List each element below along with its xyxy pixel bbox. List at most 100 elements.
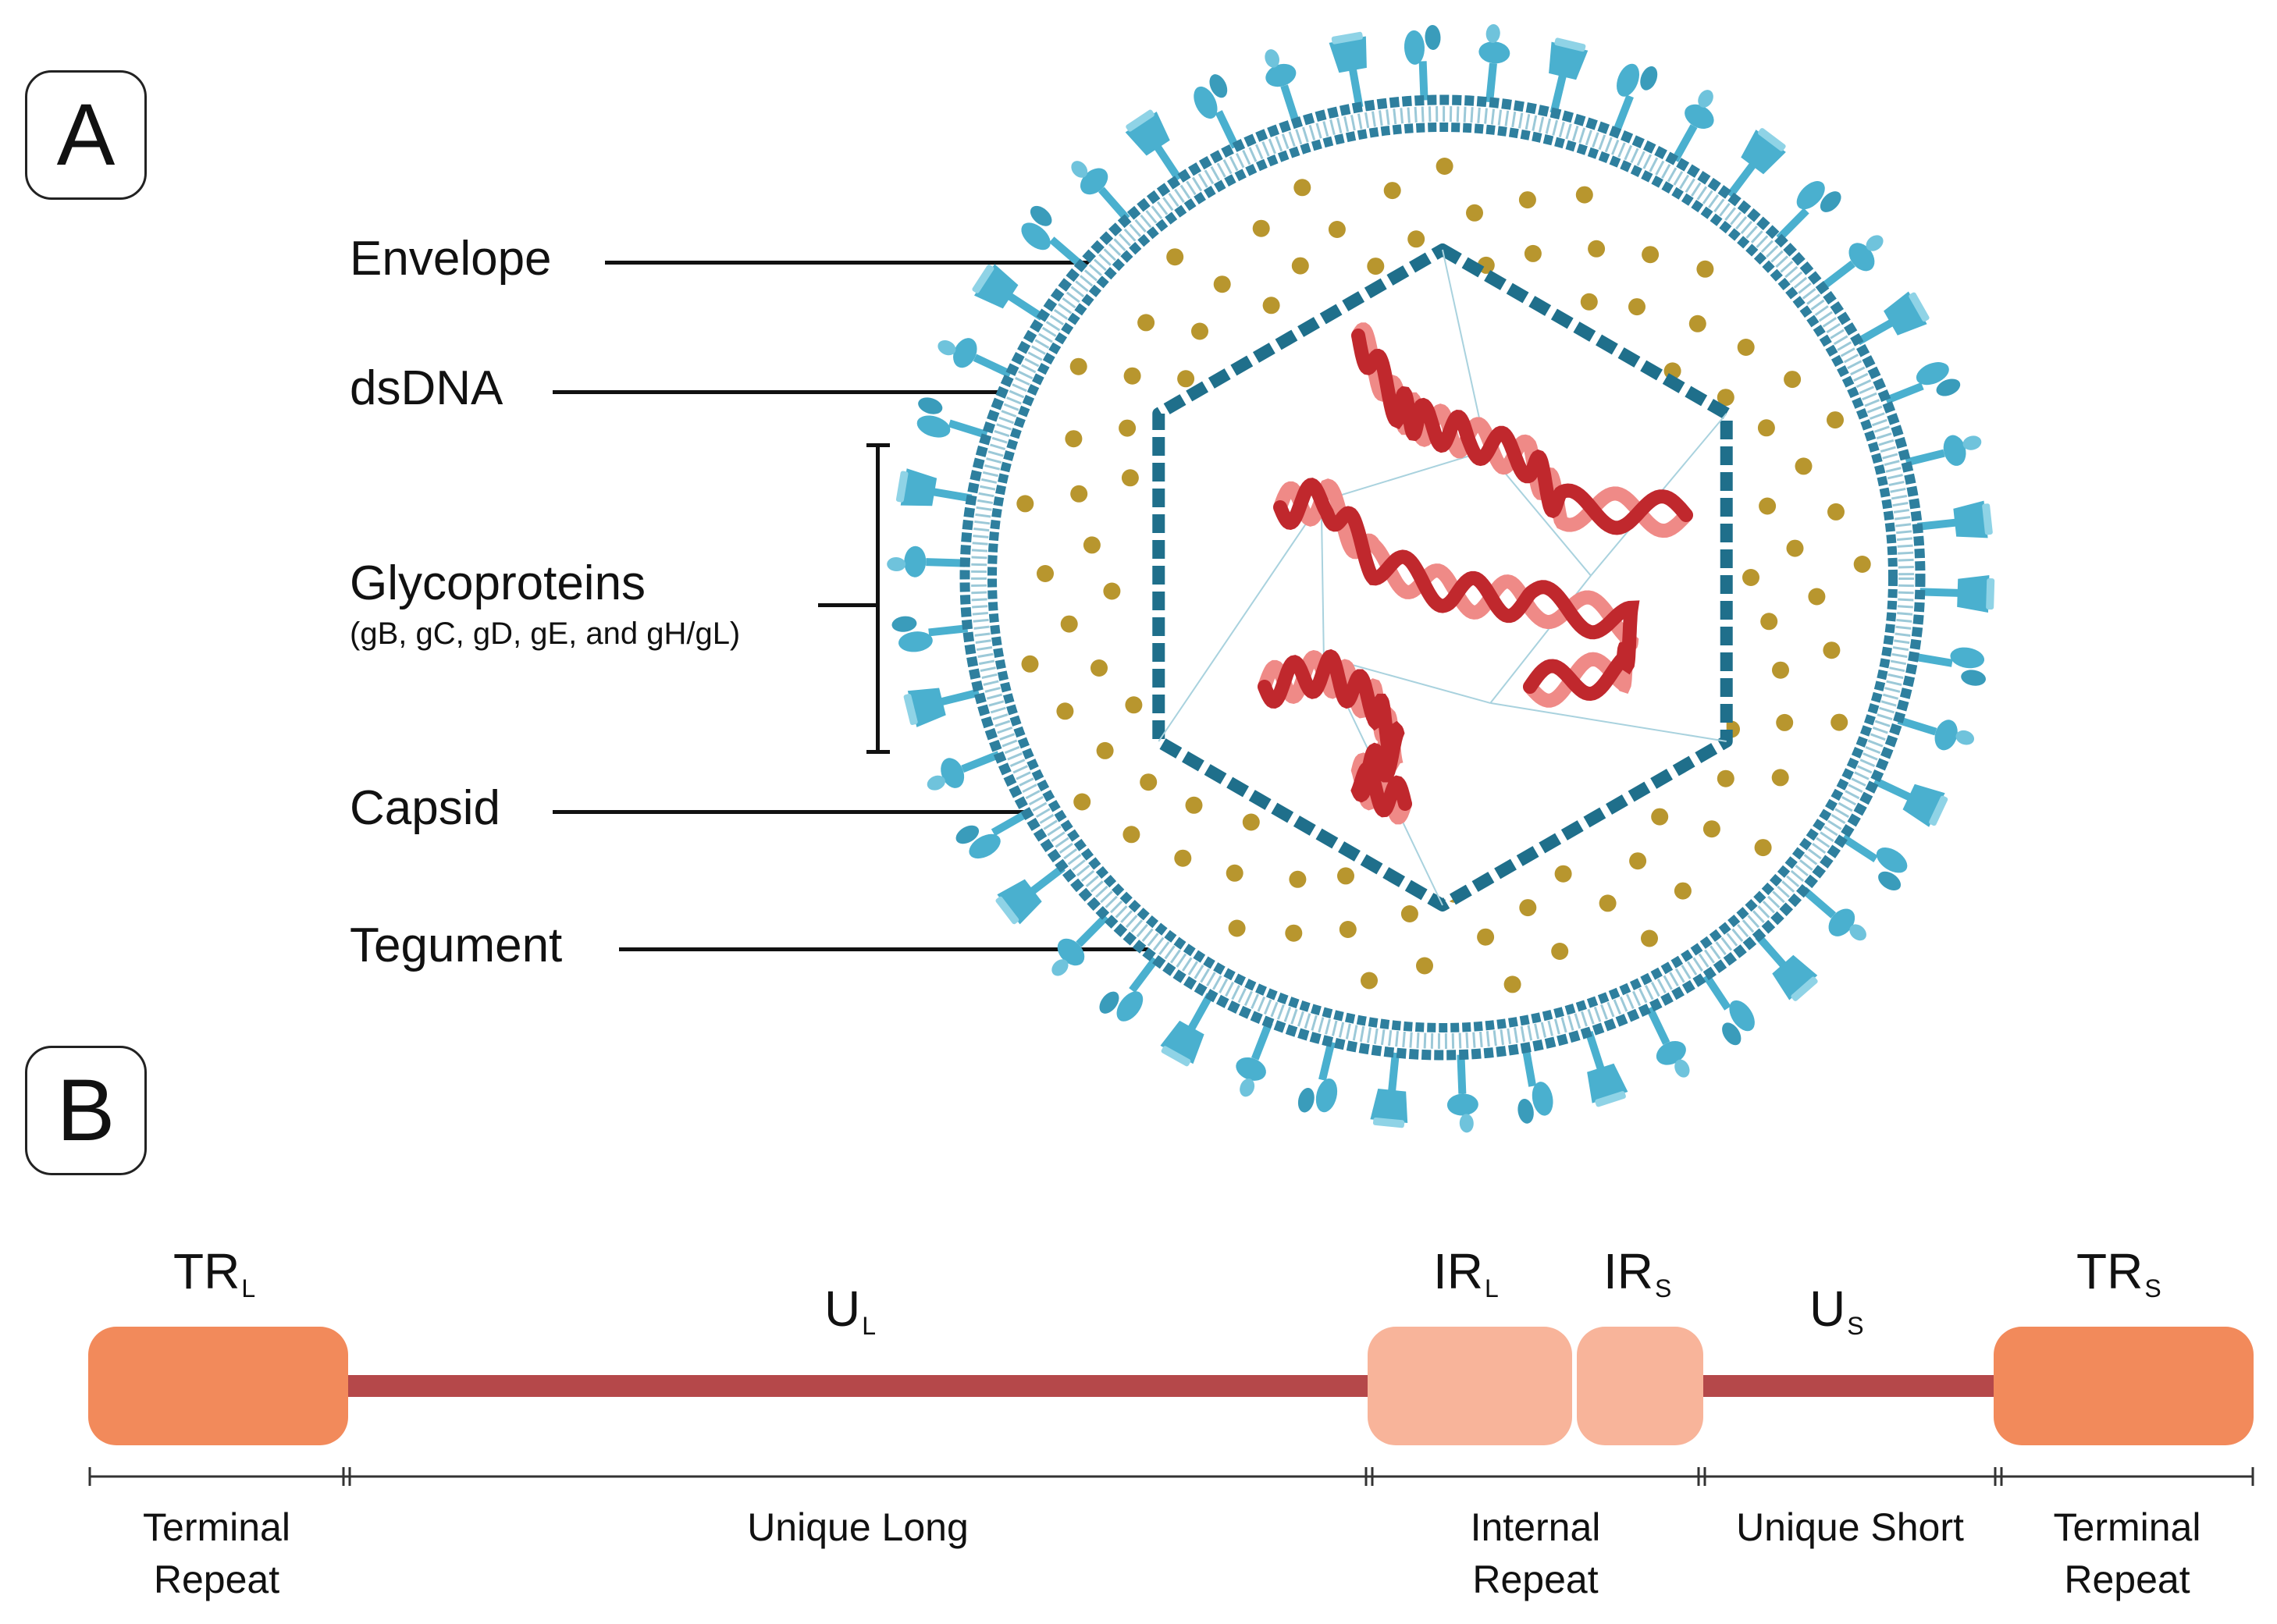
tegument-dot	[1742, 569, 1759, 586]
tegument-dot	[1083, 536, 1101, 554]
glycoprotein-spike	[887, 545, 966, 577]
capsid-facet-line	[1158, 500, 1322, 742]
internal-repeat-short-box	[1577, 1327, 1703, 1445]
internal-repeat-long-box	[1368, 1327, 1572, 1445]
glycoprotein-spike	[1549, 37, 1589, 114]
glycoprotein-spike	[1021, 205, 1084, 268]
bracket-bottom-cap	[866, 750, 890, 754]
glycoprotein-spike	[1916, 500, 1993, 538]
tegument-dot	[1285, 924, 1303, 942]
glycoproteins-bracket	[876, 443, 880, 754]
tegument-dot	[1551, 943, 1569, 960]
tegument-dot	[1641, 929, 1658, 947]
tegument-dot	[1103, 582, 1121, 600]
tegument-dot	[1436, 158, 1453, 175]
glycoprotein-spike	[955, 809, 1030, 859]
tegument-dot	[1337, 867, 1354, 885]
tegument-dot	[1367, 258, 1385, 275]
glycoprotein-spike	[891, 616, 969, 652]
tegument-dot	[1524, 244, 1542, 262]
dsdna-genome	[1258, 322, 1693, 825]
dsdna-label: dsDNA	[350, 361, 503, 415]
glycoproteins-label: Glycoproteins	[350, 556, 646, 610]
envelope-label: Envelope	[350, 232, 552, 286]
tegument-dot	[1477, 928, 1495, 946]
segment-label-unique-long: Unique Long	[747, 1505, 969, 1549]
tegument-dot	[1554, 865, 1572, 883]
glycoprotein-spikes	[887, 24, 1995, 1133]
tegument-dot	[1090, 659, 1108, 677]
tegument-dot	[1328, 221, 1346, 238]
tegument-dot	[1228, 919, 1246, 937]
tegument-dot	[1122, 826, 1140, 844]
glycoprotein-spike	[1297, 1041, 1338, 1113]
tegument-dot	[1776, 713, 1794, 731]
tegument-dot	[1242, 813, 1260, 831]
glycoprotein-spike	[1726, 128, 1786, 198]
tegument-dot	[1293, 179, 1311, 197]
glycoprotein-spike	[927, 751, 1001, 791]
tegument-dot	[1737, 339, 1755, 356]
glycoprotein-spike	[1702, 973, 1755, 1046]
envelope-leader-line	[605, 261, 1116, 265]
capsid-facet-line	[1320, 501, 1325, 657]
tegument-dot	[1754, 839, 1772, 857]
glycoprotein-spike	[972, 264, 1044, 321]
tegument-dot	[1759, 497, 1777, 515]
region-label-trs: TRS	[2076, 1243, 2161, 1303]
glycoproteins-leader-line	[818, 603, 879, 607]
tegument-dot	[1123, 367, 1141, 385]
glycoprotein-spike	[1820, 235, 1884, 291]
segment-scale	[88, 1467, 2254, 1486]
tegument-dot	[1291, 257, 1309, 275]
tegument-label: Tegument	[350, 919, 563, 972]
tegument-dot	[1400, 905, 1418, 922]
tegument-dot	[1827, 411, 1844, 429]
glycoprotein-spike	[1071, 161, 1130, 222]
tegument-dot	[1757, 419, 1775, 437]
panel-label-a: A	[25, 70, 147, 200]
glycoprotein-spike	[1265, 49, 1300, 124]
tegument-dot	[1096, 741, 1114, 759]
tegument-particles	[1016, 158, 1871, 993]
glycoprotein-spike	[1051, 914, 1109, 976]
glycoproteins-sublabel: (gB, gC, gD, gE, and gH/gL)	[350, 617, 741, 651]
glycoprotein-spike	[1517, 1047, 1553, 1124]
glycoprotein-spike	[1478, 24, 1510, 103]
tegument-dot	[1629, 852, 1647, 870]
tegument-dot	[1289, 870, 1307, 888]
glycoprotein-spike	[1370, 1052, 1408, 1128]
tegument-dot	[1213, 275, 1231, 293]
outer-leaflet	[959, 94, 1926, 1061]
tegument-dot	[1174, 849, 1192, 867]
capsid-label: Capsid	[350, 781, 500, 835]
tegument-dot	[1119, 419, 1137, 437]
glycoprotein-spike	[1755, 933, 1818, 1001]
unique-long-line	[343, 1375, 1372, 1397]
capsid-facet-line	[1490, 702, 1727, 742]
terminal-repeat-long-box	[88, 1327, 348, 1445]
tegument-dot	[1166, 248, 1184, 266]
tegument-dot	[1503, 975, 1521, 993]
region-label-irl: IRL	[1433, 1243, 1499, 1303]
glycoprotein-spike	[903, 688, 980, 727]
segment-label-unique-short: Unique Short	[1736, 1505, 1964, 1549]
tegument-dot	[1262, 297, 1280, 314]
glycoprotein-spike	[1329, 31, 1367, 108]
tegument-dot	[1696, 260, 1714, 278]
tegument-dot	[1717, 389, 1734, 407]
glycoprotein-spike	[1585, 1031, 1628, 1107]
tegument-dot	[1717, 769, 1734, 787]
tegument-dot	[1628, 298, 1645, 316]
tegument-dot	[1518, 191, 1536, 209]
tegument-dot	[1037, 565, 1054, 582]
tegument-dot	[1383, 182, 1401, 200]
tegument-dot	[1191, 322, 1208, 340]
region-label-irs: IRS	[1603, 1243, 1672, 1303]
glycoprotein-spike	[1919, 575, 1995, 613]
dna-ribbon-lower-strand-dark	[1258, 649, 1412, 818]
tegument-dot	[1808, 588, 1826, 606]
